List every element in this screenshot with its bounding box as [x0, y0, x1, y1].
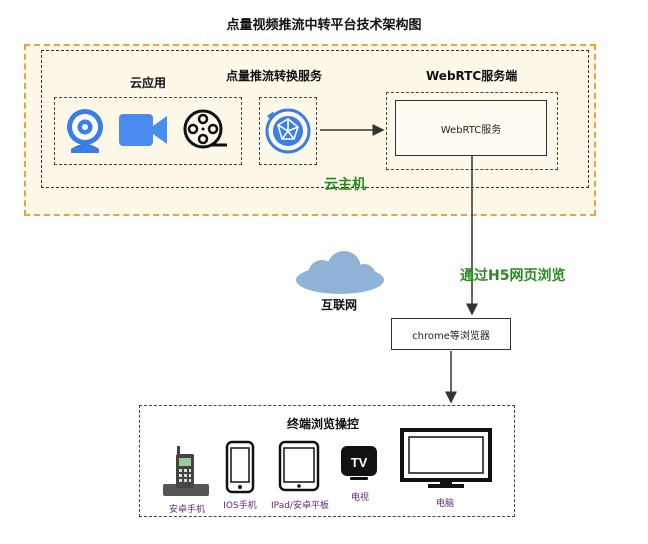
globe-network-icon: [265, 108, 311, 154]
webrtc-service-label: WebRTC服务: [440, 124, 502, 136]
tv-icon: TV: [341, 446, 377, 480]
tablet-icon: [278, 440, 320, 492]
push-service-group: [259, 97, 317, 165]
webrtc-group-label: WebRTC服务端: [426, 69, 518, 83]
ios-phone-icon: [225, 440, 255, 494]
terminal-group-label: 终端浏览操控: [287, 417, 360, 431]
cloud-app-group: [54, 97, 242, 165]
push-service-label: 点量推流转换服务: [226, 69, 323, 83]
diagram-title: 点量视频推流中转平台技术架构图: [226, 18, 422, 33]
device-label-tv: 电视: [350, 493, 369, 503]
device-label-tablet: IPad/安卓平板: [271, 501, 329, 511]
cloud-app-label: 云应用: [130, 76, 167, 90]
device-label-computer: 电脑: [435, 499, 454, 509]
android-phone-icon: [163, 446, 209, 496]
internet-label: 互联网: [321, 298, 358, 312]
browser-label: chrome等浏览器: [412, 330, 490, 342]
browser-box: chrome等浏览器: [391, 318, 511, 350]
cloud-host-label: 云主机: [324, 177, 366, 193]
webcam-icon: [67, 109, 103, 153]
cloud-host-inner-frame: [41, 50, 589, 188]
internet-cloud-icon: [296, 251, 384, 294]
device-label-ios-phone: IOS手机: [223, 501, 257, 511]
h5-browse-label: 通过H5网页浏览: [460, 268, 566, 284]
device-label-android-phone: 安卓手机: [168, 505, 205, 515]
terminal-devices-group: [139, 405, 515, 517]
video-camera-icon: [119, 114, 167, 146]
svg-text:TV: TV: [351, 455, 368, 470]
film-reel-icon: [183, 109, 227, 149]
webrtc-service-box: WebRTC服务: [395, 100, 547, 156]
monitor-icon: [400, 428, 492, 488]
